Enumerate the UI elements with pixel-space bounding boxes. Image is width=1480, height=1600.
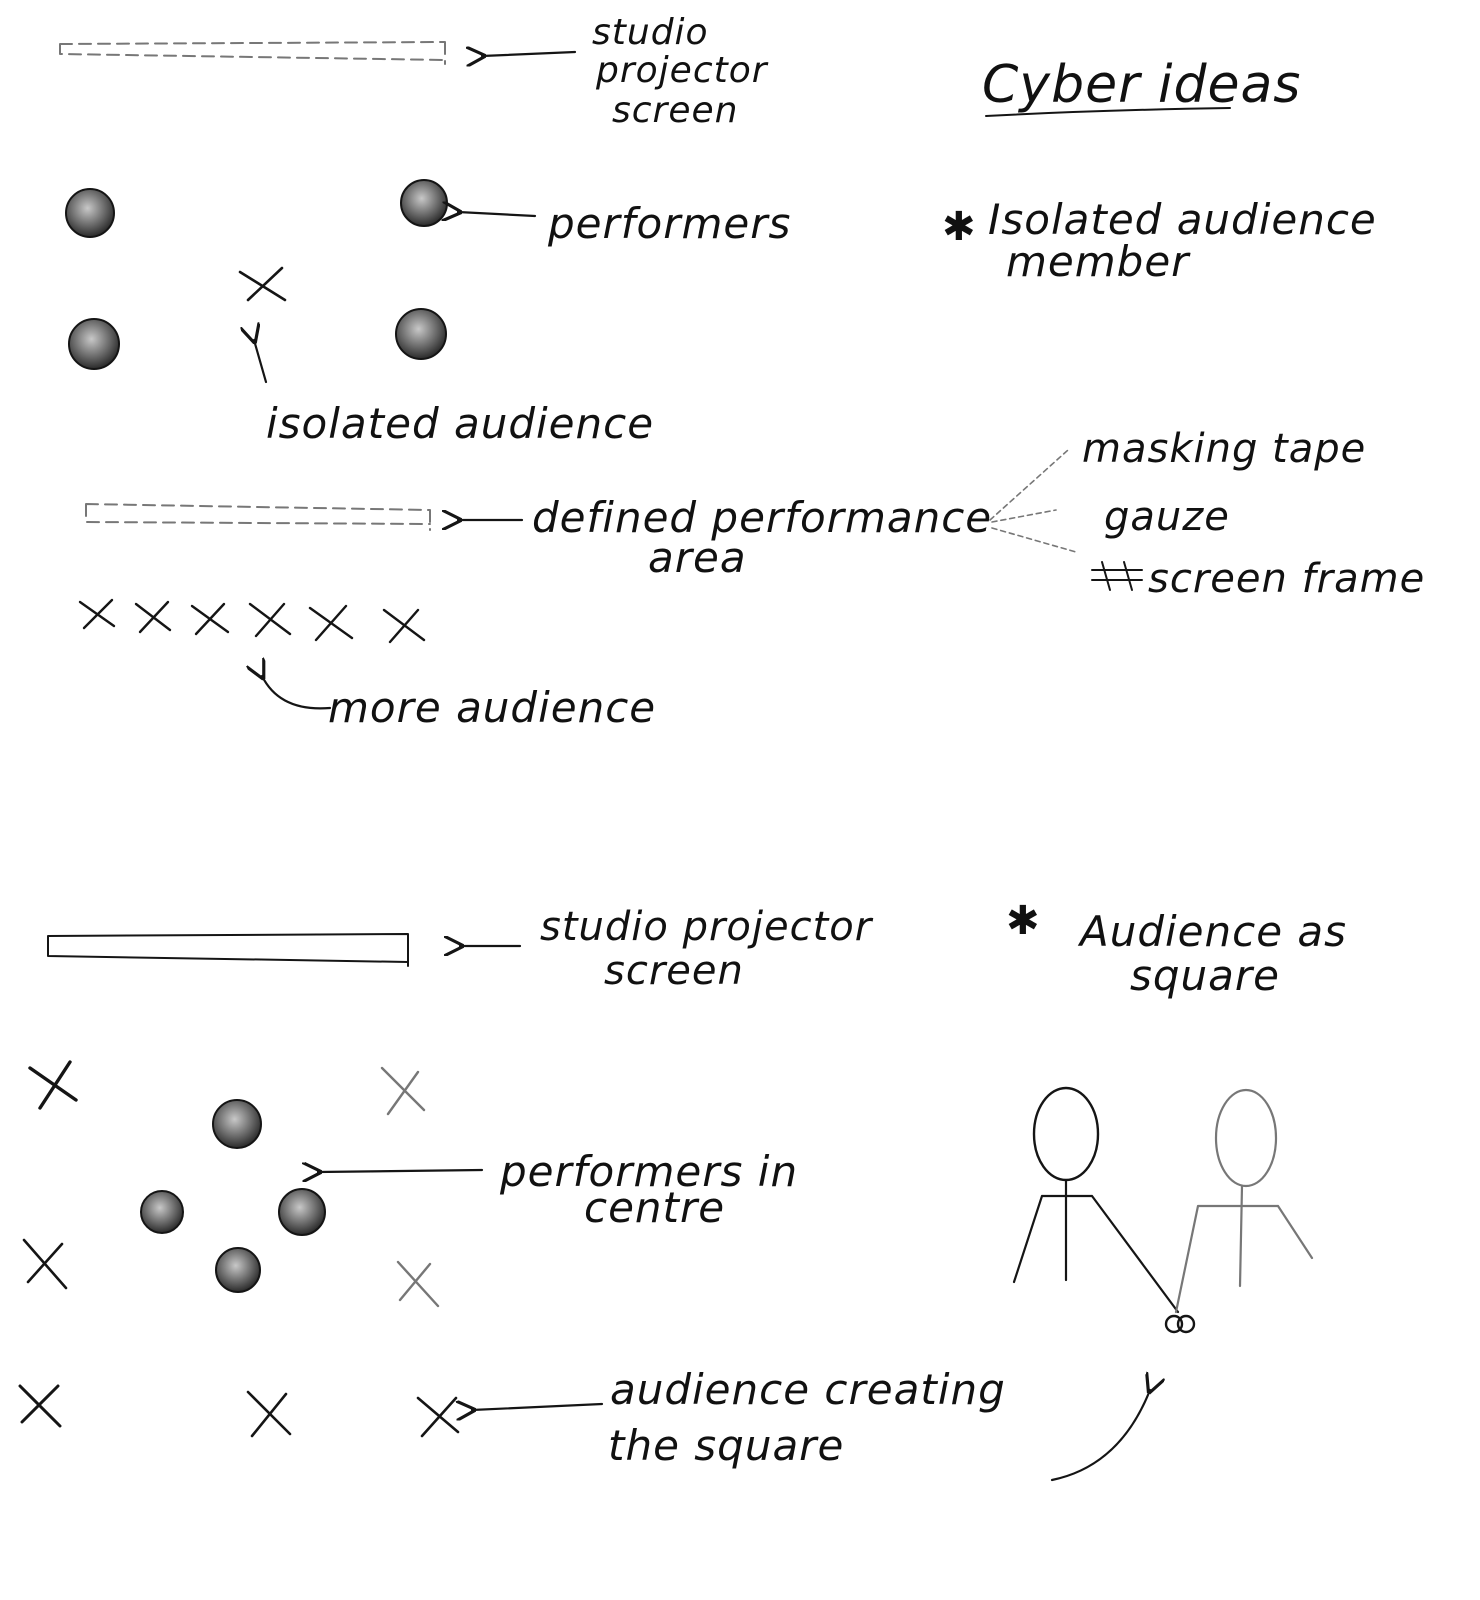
- audience-label-1: audience creating: [610, 1365, 1006, 1414]
- audience-row: [78, 598, 426, 644]
- screen-label-top-3: screen: [612, 90, 738, 131]
- idea-bottom-1: Audience as: [1077, 907, 1347, 956]
- audience-label-2: the square: [608, 1421, 844, 1470]
- performer-token: [212, 1099, 262, 1149]
- audience-cross: [18, 1384, 62, 1428]
- sheet-title: Cyber ideas: [982, 55, 1301, 115]
- performer-token: [215, 1247, 261, 1293]
- projector-screen-bottom: [47, 933, 409, 967]
- material-option: masking tape: [1082, 426, 1366, 472]
- audience-cross: [246, 1390, 292, 1438]
- idea-top-2: member: [1006, 237, 1191, 286]
- idea-top-1: Isolated audience: [988, 195, 1377, 244]
- arrow-audience-square: [472, 1404, 604, 1410]
- performance-area-line: [85, 503, 431, 531]
- screen-label-top-1: studio: [592, 12, 709, 53]
- performer-token: [65, 188, 115, 238]
- idea-bottom-2: square: [1130, 951, 1280, 1000]
- title-underline: [985, 107, 1231, 117]
- arrow-more-audience: [262, 676, 332, 710]
- audience-cross: [28, 1060, 78, 1110]
- audience-cross: [380, 1066, 426, 1116]
- stick-figures: [1012, 1086, 1314, 1334]
- arrow-screen-top: [482, 52, 577, 56]
- material-option: gauze: [1104, 494, 1230, 540]
- area-label-1: defined performance: [532, 493, 992, 542]
- projector-screen-top: [59, 41, 446, 65]
- audience-cross: [396, 1260, 440, 1308]
- isolated-label: isolated audience: [266, 399, 654, 448]
- performers-label-bottom-1: performers in: [499, 1147, 798, 1196]
- arrow-performers-centre: [318, 1170, 484, 1172]
- arrow-isolated: [254, 340, 268, 384]
- scribble-mark: [1091, 561, 1143, 591]
- area-label-2: area: [648, 533, 747, 582]
- screen-label-bottom-1: studio projector: [540, 904, 874, 950]
- performer-token: [395, 308, 447, 360]
- performer-token: [140, 1190, 184, 1234]
- audience-square: [18, 1060, 460, 1438]
- asterisk-icon: ✱: [1006, 898, 1041, 944]
- performer-token: [278, 1188, 326, 1236]
- arrow-to-figures: [1050, 1390, 1150, 1482]
- asterisk-icon: ✱: [942, 204, 977, 250]
- more-label: more audience: [328, 683, 656, 732]
- performer-token: [68, 318, 120, 370]
- screen-label-bottom-2: screen: [604, 948, 744, 994]
- performer-token: [400, 179, 448, 227]
- audience-cross: [238, 266, 287, 302]
- material-option: screen frame: [1148, 556, 1425, 602]
- arrow-performers-top: [458, 212, 537, 216]
- performers-label-bottom-2: centre: [584, 1183, 725, 1232]
- audience-cross: [416, 1396, 460, 1438]
- audience-cross: [22, 1238, 68, 1290]
- screen-label-top-2: projector: [595, 50, 769, 91]
- performers-label-top: performers: [547, 199, 791, 248]
- material-connector: [989, 449, 1077, 553]
